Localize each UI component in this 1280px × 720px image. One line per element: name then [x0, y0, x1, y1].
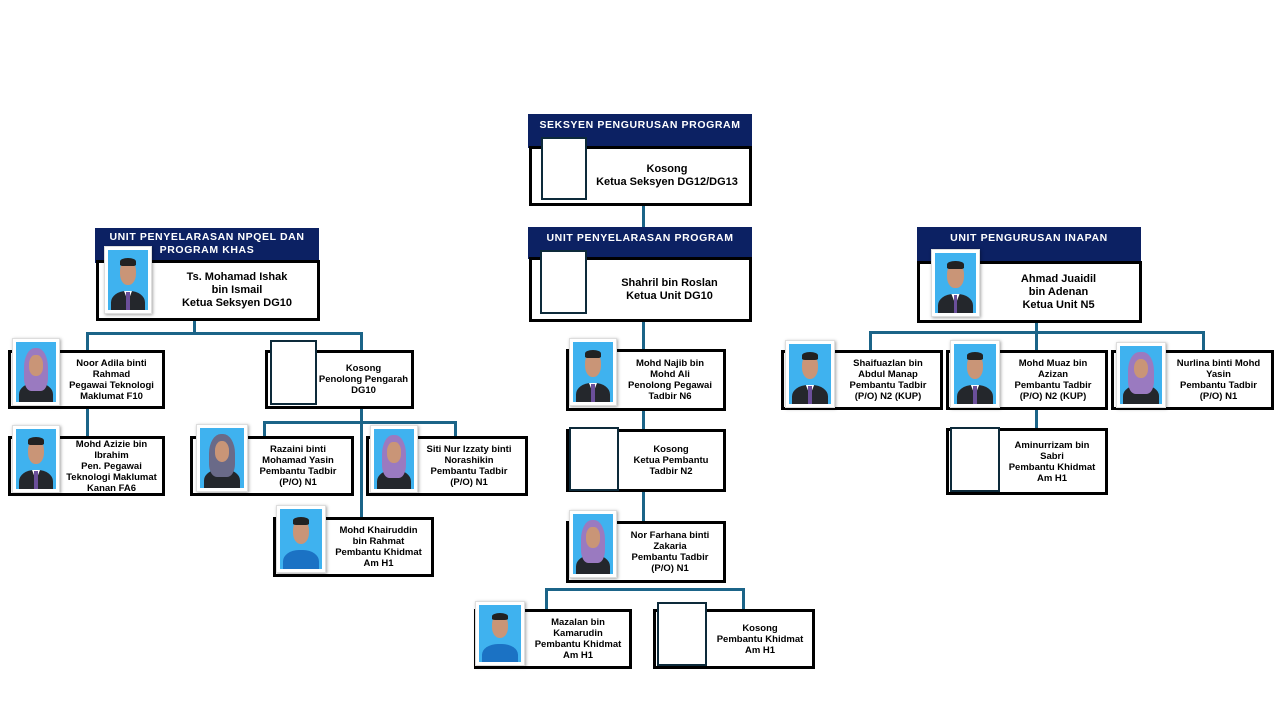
avatar-icon	[573, 342, 613, 402]
photo-placeholder	[540, 250, 587, 314]
connector	[86, 332, 363, 335]
avatar-icon	[16, 429, 56, 489]
avatar-icon	[954, 344, 996, 404]
card-text: Mohd Najib bin Mohd Ali Penolong Pegawai…	[628, 358, 712, 402]
staff-photo	[1116, 342, 1166, 408]
avatar-icon	[280, 509, 322, 569]
card-text: Kosong Ketua Pembantu Tadbir N2	[633, 444, 709, 477]
avatar-icon	[935, 253, 976, 313]
avatar-icon	[374, 429, 414, 489]
connector	[545, 588, 548, 610]
connector	[642, 321, 645, 521]
card-text: Ts. Mohamad Ishak bin Ismail Ketua Seksy…	[181, 271, 293, 309]
avatar-icon	[479, 605, 521, 662]
connector	[642, 205, 645, 229]
staff-photo	[12, 338, 60, 406]
staff-photo	[196, 424, 248, 492]
card-text: Noor Adila binti Rahmad Pegawai Teknolog…	[69, 357, 154, 402]
connector	[193, 320, 196, 334]
photo-placeholder	[657, 602, 707, 666]
card-text: Aminurrizam bin Sabri Pembantu Khidmat A…	[1008, 439, 1096, 484]
card-text: Siti Nur Izzaty binti Norashikin Pembant…	[426, 444, 512, 488]
connector	[263, 421, 457, 424]
card-text: Shaifuazlan bin Abdul Manap Pembantu Tad…	[849, 358, 927, 402]
head-photo	[931, 249, 980, 317]
avatar-icon	[1120, 346, 1162, 404]
staff-photo	[12, 425, 60, 493]
card-text: Kosong Pembantu Khidmat Am H1	[716, 622, 804, 656]
card-text: Shahril bin Roslan Ketua Unit DG10	[621, 276, 718, 302]
connector	[742, 588, 745, 610]
photo-placeholder	[950, 427, 1000, 492]
card-text: Razaini binti Mohamad Yasin Pembantu Tad…	[259, 444, 337, 488]
card-text: Mohd Khairuddin bin Rahmat Pembantu Khid…	[335, 525, 422, 569]
card-text: Nor Farhana binti Zakaria Pembantu Tadbi…	[630, 530, 710, 574]
avatar-icon	[200, 428, 244, 488]
connector	[869, 331, 872, 351]
avatar-icon	[573, 514, 613, 574]
staff-photo	[370, 425, 418, 493]
card-text: Mazalan bin Kamarudin Pembantu Khidmat A…	[534, 617, 622, 661]
inapan-header: UNIT PENGURUSAN INAPAN	[917, 227, 1141, 263]
avatar-icon	[789, 344, 831, 404]
avatar-icon	[16, 342, 56, 402]
npqel-header-text: UNIT PENYELARASAN NPQEL DAN PROGRAM KHAS	[109, 231, 305, 256]
head-photo	[104, 246, 152, 314]
staff-photo	[276, 505, 326, 573]
staff-photo	[569, 338, 617, 406]
connector	[263, 421, 266, 437]
staff-photo	[785, 340, 835, 408]
connector	[360, 332, 363, 519]
photo-placeholder	[569, 427, 619, 491]
connector	[869, 331, 1205, 334]
connector	[545, 588, 745, 591]
card-text: Mohd Muaz bin Azizan Pembantu Tadbir (P/…	[1014, 358, 1092, 402]
avatar-icon	[108, 250, 148, 310]
staff-photo	[950, 340, 1000, 408]
card-text: Ahmad Juaidil bin Adenan Ketua Unit N5	[1020, 272, 1097, 311]
staff-photo	[569, 510, 617, 578]
card-text: Kosong Penolong Pengarah DG10	[318, 363, 409, 396]
connector	[1202, 331, 1205, 351]
staff-photo	[475, 601, 525, 666]
card-text: Mohd Azizie bin Ibrahim Pen. Pegawai Tek…	[66, 438, 157, 494]
photo-placeholder	[541, 137, 587, 200]
card-text: Kosong Ketua Seksyen DG12/DG13	[596, 163, 738, 188]
card-text: Nurlina binti Mohd Yasin Pembantu Tadbir…	[1176, 358, 1261, 402]
connector	[454, 421, 457, 437]
photo-placeholder	[270, 340, 317, 405]
staff-card[interactable]: Razaini binti Mohamad Yasin Pembantu Tad…	[190, 436, 354, 496]
